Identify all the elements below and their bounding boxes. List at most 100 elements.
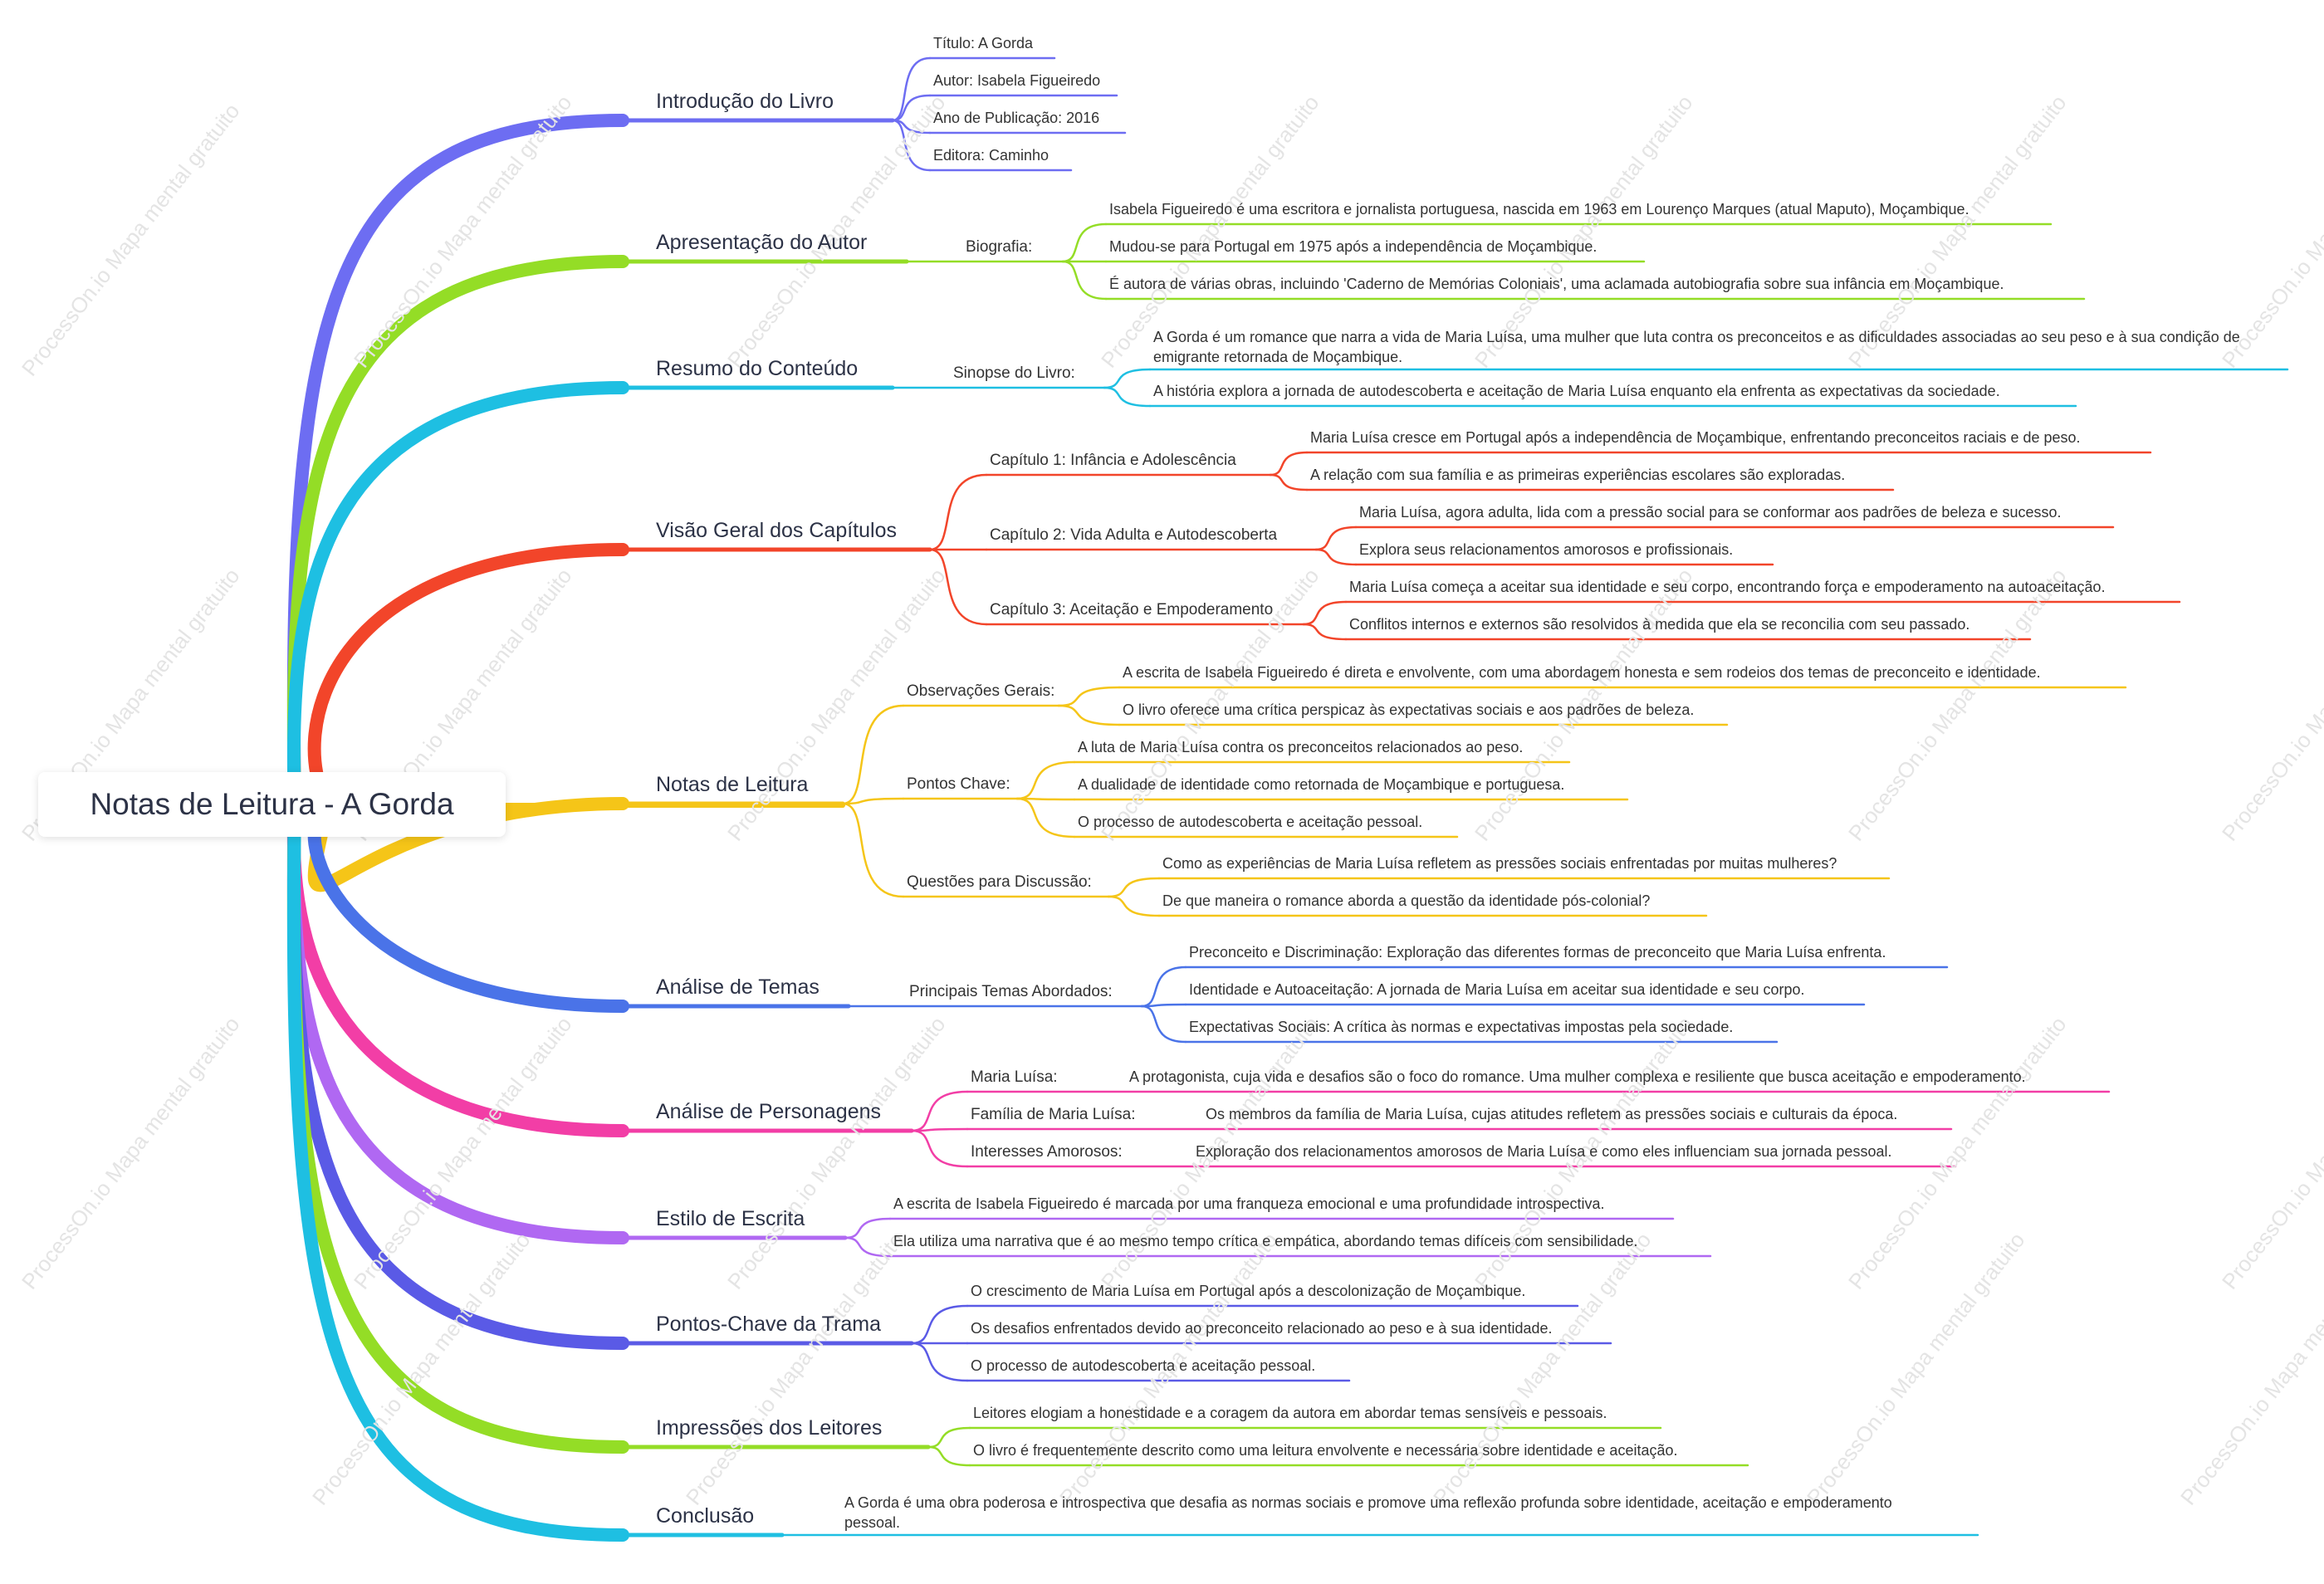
leaf-topic[interactable]: A escrita de Isabela Figueiredo é direta… [1123, 664, 2041, 681]
character-description[interactable]: Exploração dos relacionamentos amorosos … [1196, 1143, 1892, 1160]
leaf-topic[interactable]: Isabela Figueiredo é uma escritora e jor… [1109, 201, 1969, 218]
leaf-topic[interactable]: Identidade e Autoaceitação: A jornada de… [1189, 981, 1805, 998]
leaf-connector [1103, 368, 1152, 389]
sub-topic[interactable]: Biografia: [966, 238, 1033, 256]
leaf-topic[interactable]: Preconceito e Discriminação: Exploração … [1189, 944, 1886, 961]
leaf-connector [1103, 386, 1152, 408]
branch-curve-6 [286, 799, 629, 1137]
sub-topic[interactable]: Sinopse do Livro: [953, 364, 1075, 382]
leaf-connector [844, 1236, 892, 1258]
leaf-connector [1140, 966, 1187, 1008]
leaf-topic[interactable]: A dualidade de identidade como retornada… [1078, 776, 1565, 793]
leaf-connector [1015, 760, 1076, 800]
root-topic[interactable]: Notas de Leitura - A Gorda [38, 772, 506, 837]
leaf-topic[interactable]: A Gorda é uma obra poderosa e introspect… [844, 1494, 1892, 1531]
leaf-connector [891, 56, 932, 122]
leaf-topic[interactable]: A luta de Maria Luísa contra os preconce… [1078, 739, 1524, 755]
group-topic[interactable]: Questões para Discussão: [907, 873, 1092, 891]
leaf-topic[interactable]: A relação com sua família e as primeiras… [1310, 467, 1846, 483]
leaf-topic[interactable]: Autor: Isabela Figueiredo [933, 72, 1101, 89]
leaf-topic[interactable]: Maria Luísa começa a aceitar sua identid… [1349, 579, 2106, 595]
branch-topic[interactable]: Resumo do Conteúdo [656, 357, 859, 380]
leaf-topic[interactable]: Editora: Caminho [933, 147, 1049, 164]
leaf-topic[interactable]: Leitores elogiam a honestidade e a corag… [973, 1405, 1607, 1421]
leaf-topic[interactable]: Mudou-se para Portugal em 1975 após a in… [1109, 238, 1597, 255]
character-description[interactable]: Os membros da família de Maria Luísa, cu… [1206, 1106, 1898, 1122]
branch-topic[interactable]: Estilo de Escrita [656, 1207, 805, 1230]
character-connector [910, 1090, 969, 1132]
leaf-topic[interactable]: Explora seus relacionamentos amorosos e … [1359, 541, 1734, 558]
leaf-topic[interactable]: Ano de Publicação: 2016 [933, 110, 1100, 126]
leaf-connector [1107, 877, 1161, 898]
leaf-topic[interactable]: Conflitos internos e externos são resolv… [1349, 616, 1970, 633]
leaf-connector [910, 1342, 969, 1382]
group-topic[interactable]: Observações Gerais: [907, 682, 1055, 700]
branch-curve-1 [286, 255, 629, 812]
leaf-topic[interactable]: Título: A Gorda [933, 35, 1034, 51]
group-connector [841, 797, 905, 805]
leaf-connector [1061, 222, 1108, 263]
leaf-topic[interactable]: O livro oferece uma crítica perspicaz às… [1123, 702, 1695, 718]
leaf-connector [844, 1217, 892, 1239]
leaf-connector [910, 1304, 969, 1345]
leaf-connector [1061, 260, 1108, 301]
leaf-connector [1015, 797, 1076, 838]
group-connector [841, 802, 905, 898]
group-topic[interactable]: Pontos Chave: [907, 775, 1010, 793]
leaf-topic[interactable]: A história explora a jornada de autodesc… [1153, 383, 2000, 399]
chapter-connector [928, 548, 988, 626]
chapter-topic[interactable]: Capítulo 3: Aceitação e Empoderamento [990, 601, 1274, 618]
branch-curve-3 [307, 543, 629, 812]
sub-topic[interactable]: Principais Temas Abordados: [909, 983, 1113, 1000]
branch-topic[interactable]: Introdução do Livro [656, 90, 834, 113]
leaf-connector [1302, 623, 1348, 641]
leaf-connector [891, 119, 932, 172]
character-description[interactable]: A protagonista, cuja vida e desafios são… [1129, 1068, 2026, 1085]
group-connector [841, 704, 905, 805]
branch-topic[interactable]: Pontos-Chave da Trama [656, 1313, 881, 1336]
leaf-connector [1057, 686, 1121, 707]
leaf-connector [1314, 526, 1358, 551]
leaf-connector [1302, 600, 1348, 626]
leaf-connector [1314, 548, 1358, 566]
leaf-topic[interactable]: O livro é frequentemente descrito como u… [973, 1442, 1678, 1459]
chapter-connector [928, 473, 988, 551]
branch-topic[interactable]: Análise de Temas [656, 975, 820, 999]
leaf-topic[interactable]: Maria Luísa, agora adulta, lida com a pr… [1359, 504, 2062, 521]
leaf-topic[interactable]: Os desafios enfrentados devido ao precon… [971, 1320, 1553, 1337]
character-name[interactable]: Interesses Amorosos: [971, 1143, 1123, 1161]
leaf-connector [891, 94, 932, 122]
branch-topic[interactable]: Análise de Personagens [656, 1100, 882, 1123]
leaf-connector [1107, 895, 1161, 917]
character-connector [910, 1127, 969, 1132]
character-connector [910, 1129, 969, 1168]
branch-topic[interactable]: Notas de Leitura [656, 773, 809, 796]
character-name[interactable]: Maria Luísa: [971, 1068, 1058, 1086]
branch-curve-10 [286, 799, 629, 1542]
leaf-topic[interactable]: O processo de autodescoberta e aceitação… [1078, 814, 1423, 830]
branch-topic[interactable]: Visão Geral dos Capítulos [656, 519, 897, 542]
chapter-topic[interactable]: Capítulo 2: Vida Adulta e Autodescoberta [990, 526, 1278, 544]
leaf-connector [1057, 704, 1121, 726]
leaf-topic[interactable]: Como as experiências de Maria Luísa refl… [1162, 855, 1837, 872]
chapter-topic[interactable]: Capítulo 1: Infância e Adolescência [990, 452, 1236, 469]
branch-curve-0 [286, 114, 629, 812]
leaf-topic[interactable]: O processo de autodescoberta e aceitação… [971, 1357, 1316, 1374]
leaf-topic[interactable]: De que maneira o romance aborda a questã… [1162, 892, 1651, 909]
leaf-topic[interactable]: Maria Luísa cresce em Portugal após a in… [1310, 429, 2081, 446]
branch-topic[interactable]: Apresentação do Autor [656, 231, 868, 254]
leaf-connector [1269, 473, 1309, 491]
branch-curve-8 [286, 799, 629, 1350]
branch-topic[interactable]: Impressões dos Leitores [656, 1416, 883, 1440]
branch-topic[interactable]: Conclusão [656, 1504, 755, 1528]
leaf-topic[interactable]: A Gorda é um romance que narra a vida de… [1153, 329, 2240, 365]
leaf-topic[interactable]: É autora de várias obras, incluindo 'Cad… [1109, 276, 2004, 292]
leaf-topic[interactable]: Expectativas Sociais: A crítica às norma… [1189, 1019, 1734, 1035]
character-name[interactable]: Família de Maria Luísa: [971, 1106, 1136, 1123]
leaf-topic[interactable]: A escrita de Isabela Figueiredo é marcad… [893, 1195, 1605, 1212]
leaf-topic[interactable]: O crescimento de Maria Luísa em Portugal… [971, 1283, 1526, 1299]
leaf-connector [1269, 451, 1309, 477]
leaf-topic[interactable]: Ela utiliza uma narrativa que é ao mesmo… [893, 1233, 1638, 1249]
leaf-connector [927, 1445, 971, 1467]
leaf-connector [927, 1426, 971, 1449]
